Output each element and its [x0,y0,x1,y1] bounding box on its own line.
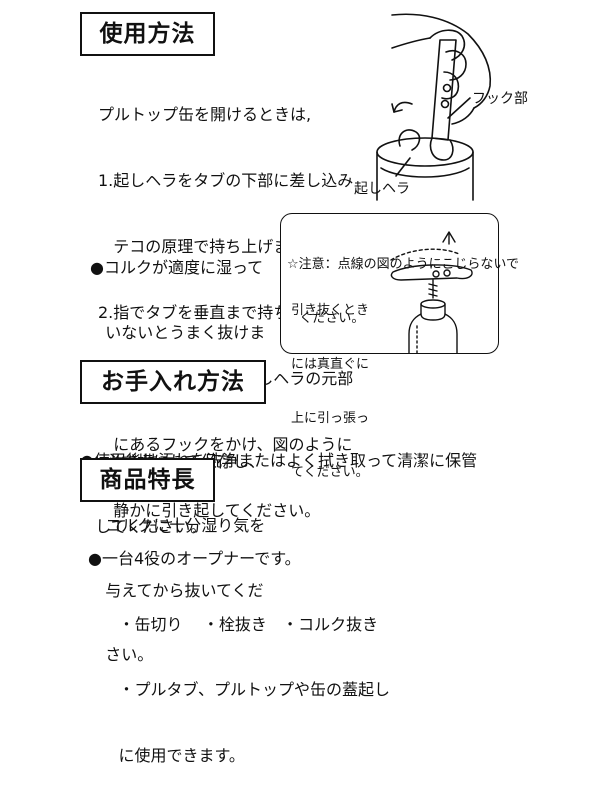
caution-header-line: ☆注意：点線の図のようにこじらないで [287,257,520,272]
cork-line: コルクに十分湿り気を [90,516,266,535]
care-heading: お手入れ方法 [80,360,266,404]
caution-body-line: てください。 [291,465,369,480]
usage-line: 静かに引き起してください。 [98,501,321,520]
feature-line: ・缶切り ・栓抜き ・コルク抜き [88,614,379,634]
hook-part-label: フック部 [472,91,528,107]
usage-line: にあるフックをかけ、図のように [98,435,353,454]
corkscrew-illustration [390,231,473,354]
caution-body: 引き抜くとき には真直ぐに 上に引っ張っ てください。 [291,266,369,518]
cork-line: いないとうまく抜けま [90,322,266,342]
caution-body-line: 上に引っ張っ [291,411,370,426]
caution-body-line: 引き抜くとき [291,303,370,318]
can-opening-illustration [376,13,492,201]
features-heading: 商品特長 [80,458,215,502]
lever-label: 起しヘラ [354,181,410,197]
care-line: してください。 [80,517,207,536]
feature-line: に使用できます。 [88,745,245,765]
features-list: ●一台4役のオープナーです。 ・缶切り ・栓抜き ・コルク抜き ・プルタブ、プル… [88,504,390,788]
usage-heading: 使用方法 [80,12,215,56]
caution-header-line: ください。 [287,311,365,326]
usage-line: プルトップ缶を開けるときは, [98,105,312,124]
cork-line: 与えてから抜いてくだ [90,580,264,600]
cork-line: ●コルクが適度に湿って [90,258,264,277]
usage-line: テコの原理で持ち上げます。 [98,237,320,256]
feature-line: ・プルタブ、プルトップや缶の蓋起し [88,680,391,699]
usage-line: 1.起しヘラをタブの下部に差し込み [98,171,354,190]
caution-body-line: には真直ぐに [291,357,370,372]
feature-line: ●一台4役のオープナーです。 [88,549,301,568]
caution-header: ☆注意：点線の図のようにこじらないで ください。 [287,220,519,364]
caution-box: ☆注意：点線の図のようにこじらないで ください。 引き抜くとき には真直ぐに 上… [280,213,519,480]
